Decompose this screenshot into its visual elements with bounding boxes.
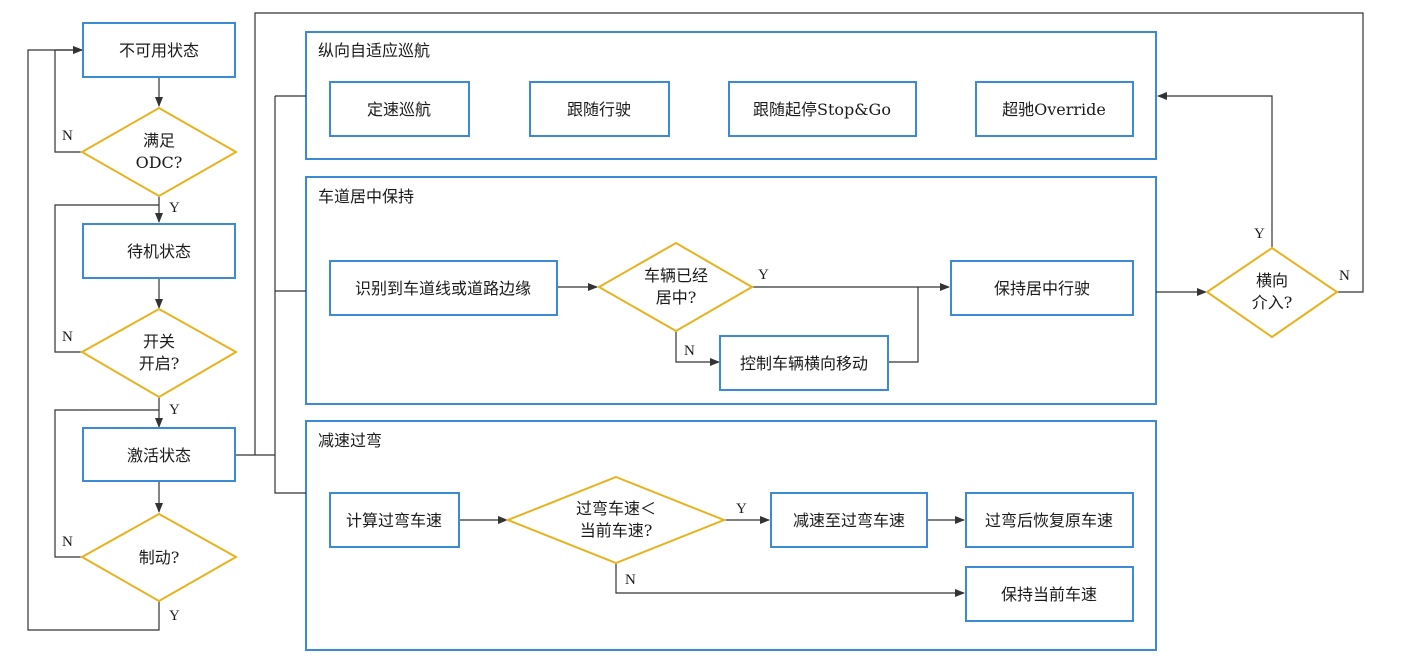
group-curve-decel-title: 减速过弯 [318,431,382,450]
label-centered-yes: Y [758,267,769,283]
box-lateral-control-label: 控制车辆横向移动 [740,354,868,373]
box-calc-speed-label: 计算过弯车速 [346,511,442,530]
box-keep-center-label: 保持居中行驶 [994,279,1090,298]
decision-compare-line1: 过弯车速＜ [576,499,656,518]
box-follow: 跟随行驶 [529,81,670,137]
box-constant-cruise-label: 定速巡航 [367,100,431,119]
decision-compare-speed: 过弯车速＜ 当前车速? [505,475,727,565]
decision-switch-line2: 开启? [139,354,180,373]
box-detect-lane-label: 识别到车道线或道路边缘 [355,279,531,298]
decision-brake: 制动? [79,512,239,603]
group-lane-centering-title: 车道居中保持 [318,187,414,206]
state-standby-label: 待机状态 [127,242,191,261]
box-restore-speed: 过弯后恢复原车速 [965,492,1134,548]
box-keep-speed-label: 保持当前车速 [1001,585,1097,604]
decision-compare-line2: 当前车速? [580,521,653,540]
decision-odc-line2: ODC? [136,153,183,172]
group-adaptive-cruise-title: 纵向自适应巡航 [318,41,430,60]
label-odc-yes: Y [169,200,180,216]
edge-switch-no [54,204,159,353]
box-constant-cruise: 定速巡航 [329,81,470,137]
box-detect-lane: 识别到车道线或道路边缘 [329,260,558,316]
state-active-label: 激活状态 [127,446,191,465]
box-keep-center: 保持居中行驶 [950,260,1134,316]
edges [27,12,1364,631]
label-brake-yes: Y [169,608,180,624]
edge-bus [274,96,306,494]
box-override: 超驰Override [975,81,1134,137]
box-calc-speed: 计算过弯车速 [329,492,460,548]
box-override-label: 超驰Override [1002,100,1106,119]
label-centered-no: N [684,343,695,359]
label-lateral-yes: Y [1254,226,1265,242]
edge-lateral-no [254,12,1364,455]
box-decel: 减速至过弯车速 [770,492,928,548]
label-odc-no: N [62,128,73,144]
edge-brake-no [54,409,159,558]
decision-lateral-intervene: 横向 介入? [1205,246,1339,339]
label-compare-yes: Y [736,501,747,517]
decision-lateral-line1: 横向 [1256,271,1288,290]
decision-odc-line1: 满足 [143,131,175,150]
edge-centered-no [675,331,720,366]
edge-lateral-yes [1157,92,1273,247]
decision-lateral-line2: 介入? [1252,293,1293,312]
state-unavailable-label: 不可用状态 [119,41,199,60]
decision-odc: 满足 ODC? [79,106,239,198]
decision-centered: 车辆已经 居中? [596,241,754,333]
box-decel-label: 减速至过弯车速 [793,511,905,530]
box-stop-go: 跟随起停Stop&Go [728,81,917,137]
decision-switch-line1: 开关 [143,332,175,351]
label-switch-yes: Y [169,402,180,418]
edge-control-merge [888,287,919,363]
box-stop-go-label: 跟随起停Stop&Go [753,100,891,119]
label-compare-no: N [625,572,636,588]
box-keep-speed: 保持当前车速 [965,566,1134,622]
decision-brake-label: 制动? [139,548,180,567]
edge-labels: N Y N Y N Y Y N Y N Y N [62,128,1350,624]
decision-centered-line2: 居中? [656,288,697,307]
box-restore-speed-label: 过弯后恢复原车速 [985,511,1113,530]
box-lateral-control: 控制车辆横向移动 [719,335,889,391]
state-standby: 待机状态 [82,223,236,279]
state-unavailable: 不可用状态 [82,22,236,78]
box-follow-label: 跟随行驶 [567,100,631,119]
edge-brake-yes [27,46,160,631]
state-active: 激活状态 [82,427,236,482]
label-switch-no: N [62,329,73,345]
label-brake-no: N [62,534,73,550]
decision-centered-line1: 车辆已经 [644,266,708,285]
decision-switch: 开关 开启? [79,307,239,399]
label-lateral-no: N [1339,268,1350,284]
edge-compare-no [615,563,965,597]
